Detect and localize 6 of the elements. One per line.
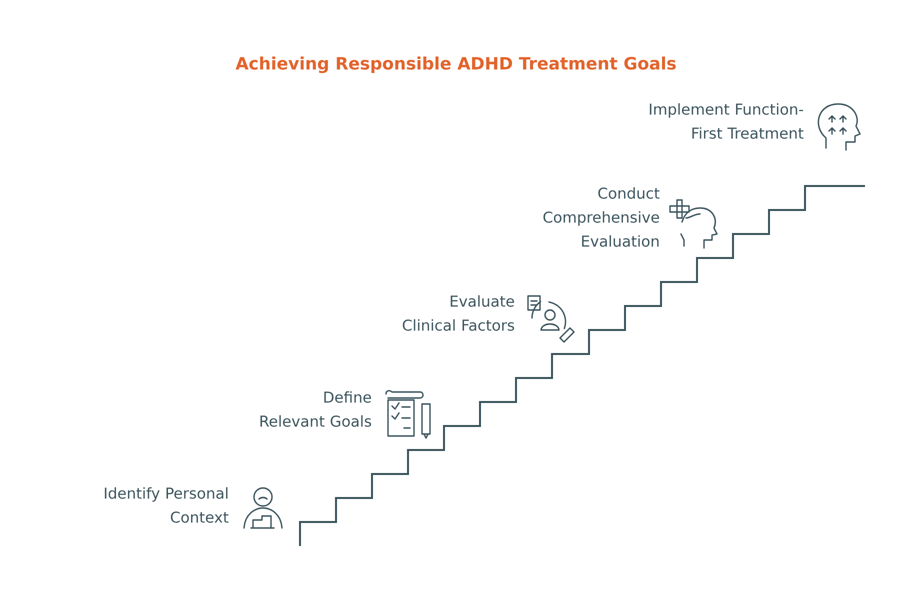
step-label: Define Relevant Goals bbox=[260, 391, 372, 427]
title: Achieving Responsible ADHD Treatment Goals bbox=[236, 56, 676, 74]
step-label: Conduct Comprehensive Evaluation bbox=[543, 187, 660, 247]
step-label: Evaluate Clinical Factors bbox=[402, 295, 514, 331]
step-label: Identify Personal Context bbox=[104, 487, 228, 523]
step-label: Implement Function- First Treatment bbox=[650, 103, 804, 139]
